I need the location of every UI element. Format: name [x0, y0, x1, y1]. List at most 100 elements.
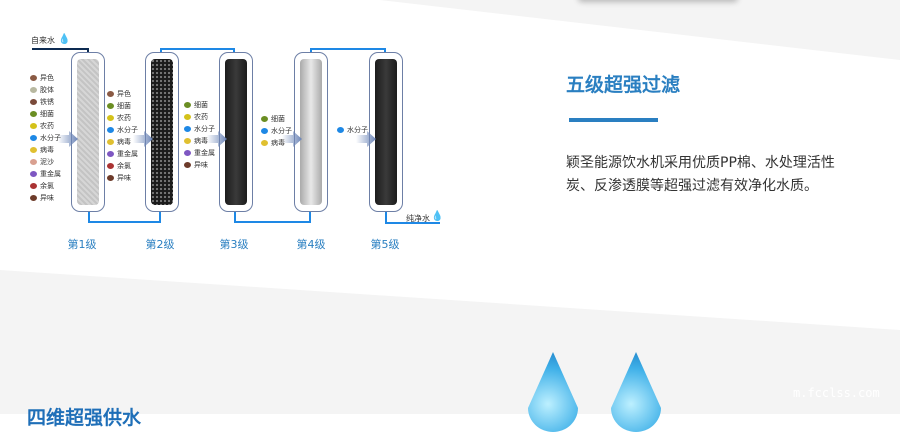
impurity-icon — [30, 195, 37, 201]
impurity-item: 泥沙 — [30, 156, 61, 168]
impurity-label: 异味 — [40, 194, 54, 202]
impurity-label: 余氯 — [40, 182, 54, 190]
impurity-icon — [30, 87, 37, 93]
impurity-label: 铁锈 — [40, 98, 54, 106]
impurity-label: 重金属 — [117, 150, 138, 158]
impurity-item: 水分子 — [261, 125, 292, 137]
impurity-label: 异色 — [117, 90, 131, 98]
filter-stage-1 — [71, 52, 105, 212]
impurity-list-input: 异色胶体铁锈细菌农药水分子病毒泥沙重金属余氯异味 — [30, 72, 61, 204]
impurity-icon — [184, 126, 191, 132]
stage-label-3: 第3级 — [219, 238, 249, 251]
impurity-list-stage-3: 细菌水分子病毒 — [261, 113, 292, 149]
impurity-icon — [30, 111, 37, 117]
impurity-icon — [107, 127, 114, 133]
impurity-icon — [184, 102, 191, 108]
impurity-item: 重金属 — [184, 147, 215, 159]
title-underline — [569, 118, 658, 122]
impurity-icon — [184, 114, 191, 120]
impurity-item: 病毒 — [107, 136, 138, 148]
impurity-label: 病毒 — [40, 146, 54, 154]
impurity-item: 铁锈 — [30, 96, 61, 108]
impurity-icon — [107, 91, 114, 97]
impurity-icon — [107, 175, 114, 181]
feature-description: 颖圣能源饮水机采用优质PP棉、水处理活性炭、反渗透膜等超强过滤有效净化水质。 — [566, 155, 835, 194]
filter-stage-5 — [369, 52, 403, 212]
water-drop-icon: 💧 — [431, 211, 444, 222]
impurity-icon — [30, 123, 37, 129]
impurity-label: 异味 — [194, 161, 208, 169]
impurity-icon — [107, 115, 114, 121]
impurity-icon — [30, 147, 37, 153]
impurity-item: 农药 — [184, 111, 215, 123]
impurity-label: 细菌 — [194, 101, 208, 109]
impurity-icon — [30, 159, 37, 165]
impurity-item: 异色 — [30, 72, 61, 84]
impurity-icon — [184, 162, 191, 168]
bottom-background — [0, 270, 900, 414]
impurity-label: 细菌 — [117, 102, 131, 110]
filter-stage-4 — [294, 52, 328, 212]
impurity-label: 农药 — [117, 114, 131, 122]
impurity-icon — [107, 139, 114, 145]
impurity-icon — [184, 150, 191, 156]
pipe-2-3 — [160, 48, 235, 54]
impurity-item: 余氯 — [30, 180, 61, 192]
impurity-icon — [184, 138, 191, 144]
impurity-label: 泥沙 — [40, 158, 54, 166]
impurity-icon — [261, 140, 268, 146]
impurity-icon — [30, 75, 37, 81]
impurity-item: 病毒 — [184, 135, 215, 147]
impurity-icon — [107, 163, 114, 169]
inlet-label: 自来水 — [31, 36, 55, 45]
impurity-icon — [30, 135, 37, 141]
impurity-label: 病毒 — [194, 137, 208, 145]
impurity-label: 异味 — [117, 174, 131, 182]
impurity-item: 水分子 — [30, 132, 61, 144]
impurity-item: 水分子 — [184, 123, 215, 135]
impurity-icon — [30, 171, 37, 177]
impurity-label: 细菌 — [271, 115, 285, 123]
pipe-4-5 — [310, 48, 386, 54]
filter-stage-2 — [145, 52, 179, 212]
impurity-item: 异味 — [107, 172, 138, 184]
impurity-item: 农药 — [107, 112, 138, 124]
impurity-label: 农药 — [40, 122, 54, 130]
impurity-label: 余氯 — [117, 162, 131, 170]
impurity-item: 异味 — [184, 159, 215, 171]
impurity-label: 异色 — [40, 74, 54, 82]
impurity-item: 细菌 — [184, 99, 215, 111]
impurity-list-stage-4: 水分子 — [337, 124, 368, 136]
impurity-icon — [261, 128, 268, 134]
impurity-item: 异味 — [30, 192, 61, 204]
impurity-item: 重金属 — [107, 148, 138, 160]
impurity-item: 水分子 — [107, 124, 138, 136]
impurity-label: 细菌 — [40, 110, 54, 118]
impurity-icon — [261, 116, 268, 122]
impurity-icon — [30, 99, 37, 105]
impurity-label: 水分子 — [347, 126, 368, 134]
flow-arrow-icon — [282, 131, 302, 147]
impurity-label: 病毒 — [117, 138, 131, 146]
impurity-item: 细菌 — [261, 113, 292, 125]
stage-label-4: 第4级 — [296, 238, 326, 251]
impurity-item: 异色 — [107, 88, 138, 100]
impurity-label: 水分子 — [40, 134, 61, 142]
impurity-label: 重金属 — [40, 170, 61, 178]
impurity-icon — [107, 151, 114, 157]
pipe-1-2 — [88, 210, 161, 223]
stage-label-1: 第1级 — [67, 238, 97, 251]
outlet-pipe — [385, 210, 440, 224]
stage-label-5: 第5级 — [370, 238, 400, 251]
water-drop-icon: 💧 — [58, 34, 71, 45]
impurity-item: 农药 — [30, 120, 61, 132]
flow-arrow-icon — [356, 131, 376, 147]
impurity-label: 重金属 — [194, 149, 215, 157]
impurity-list-stage-2: 细菌农药水分子病毒重金属异味 — [184, 99, 215, 171]
watermark: m.fcclss.com — [793, 386, 880, 400]
impurity-item: 余氯 — [107, 160, 138, 172]
impurity-item: 水分子 — [337, 124, 368, 136]
inlet-pipe — [32, 48, 89, 54]
flow-arrow-icon — [58, 131, 78, 147]
impurity-item: 病毒 — [261, 137, 292, 149]
